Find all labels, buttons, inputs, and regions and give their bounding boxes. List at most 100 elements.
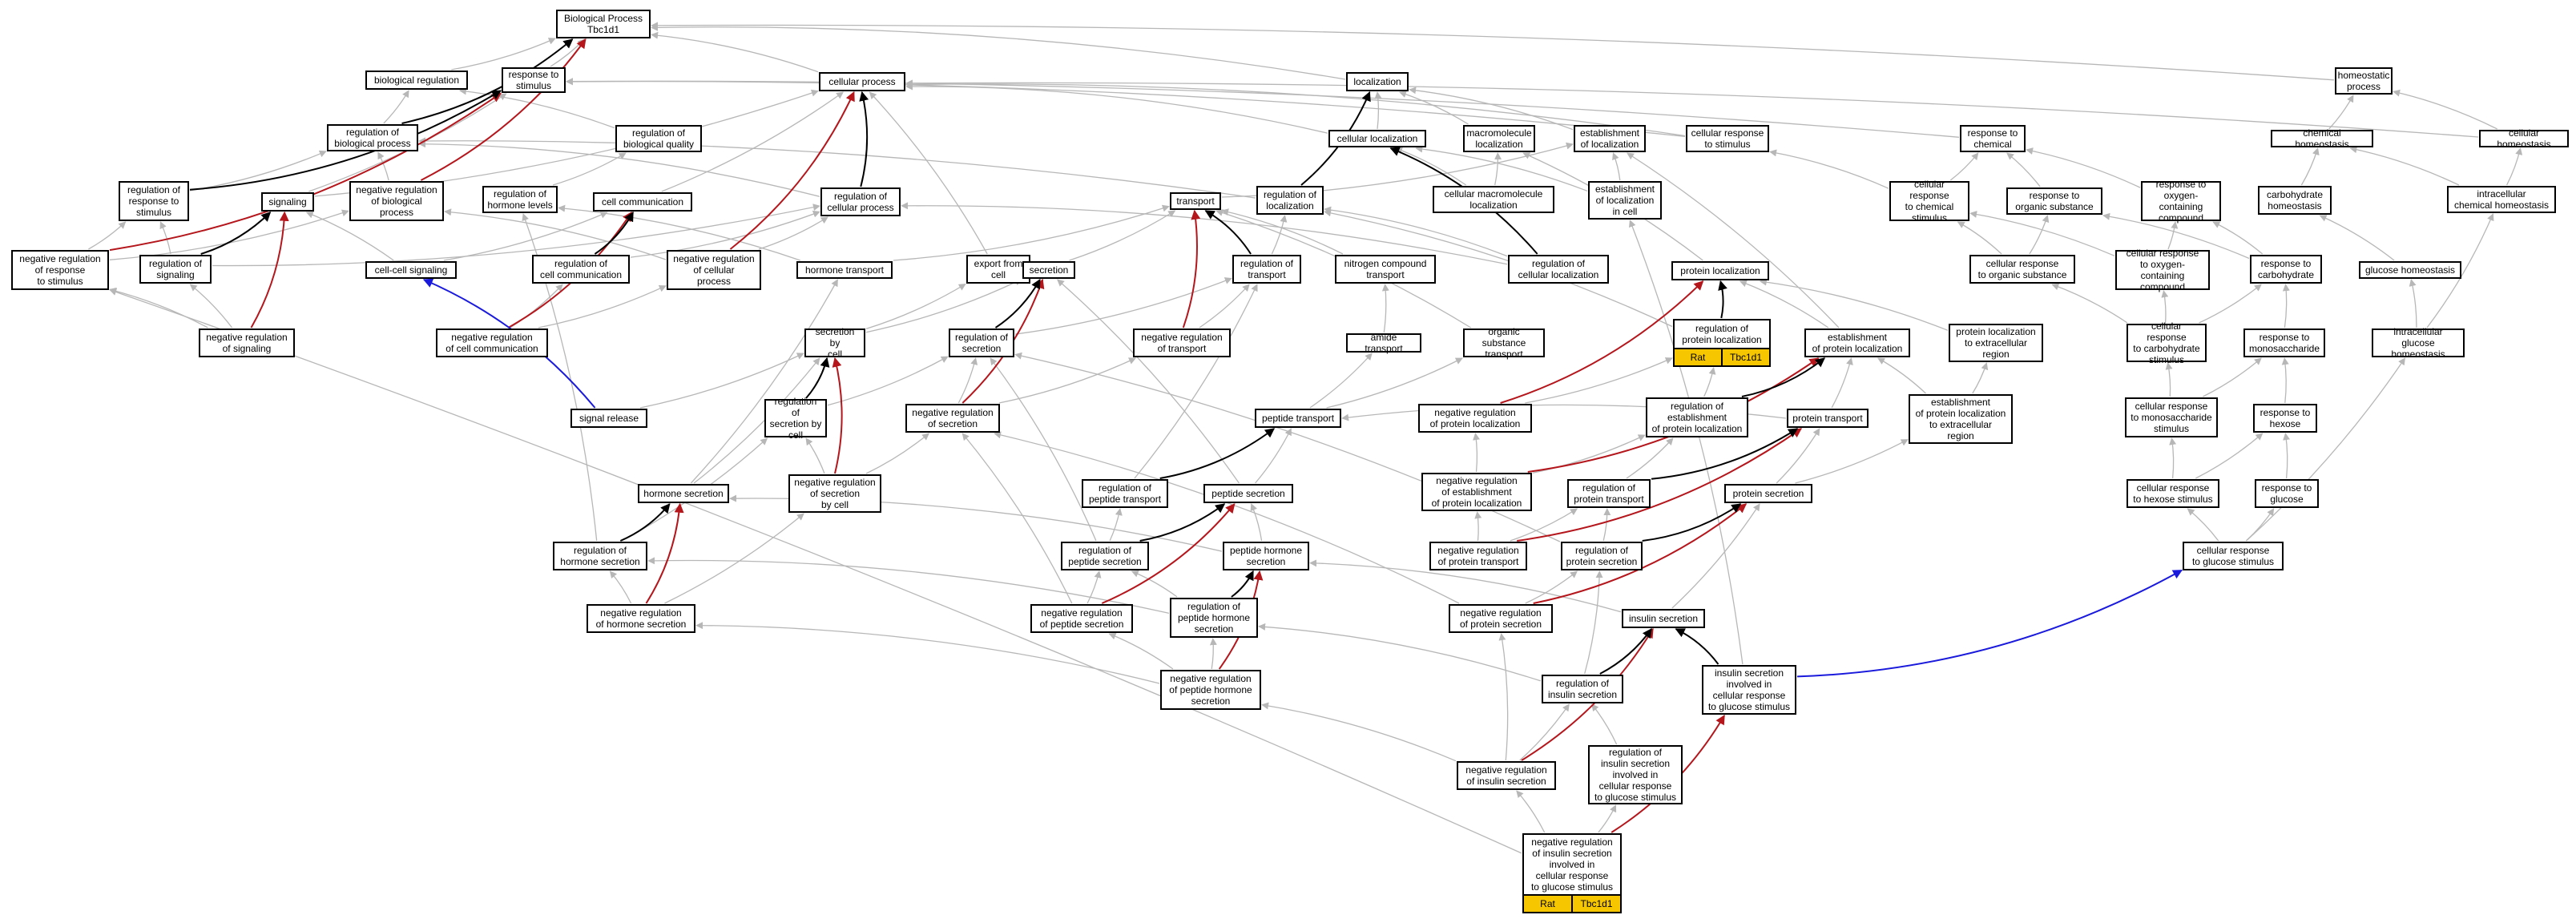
go-term-resporgsub[interactable]: response to organic substance	[2006, 187, 2102, 215]
go-term-negregprottransport[interactable]: negative regulation of protein transport	[1429, 542, 1527, 570]
go-term-respchem[interactable]: response to chemical	[1960, 125, 2026, 152]
go-term-regestprotloc[interactable]: regulation of establishment of protein l…	[1646, 397, 1748, 437]
go-term-peptransport[interactable]: peptide transport	[1255, 409, 1341, 428]
go-term-cellcellsig[interactable]: cell-cell signaling	[365, 261, 457, 279]
go-term-regpepsecretion[interactable]: regulation of peptide secretion	[1061, 542, 1149, 570]
go-term-cellrespglucose[interactable]: cellular response to glucose stimulus	[2183, 542, 2284, 570]
go-term-protloc[interactable]: protein localization	[1671, 261, 1769, 280]
go-term-regbioproc[interactable]: regulation of biological process	[327, 124, 418, 151]
go-term-respmono[interactable]: response to monosaccharide	[2243, 328, 2325, 357]
go-term-negregcellcomm[interactable]: negative regulation of cell communicatio…	[436, 328, 548, 357]
go-term-regprottransport[interactable]: regulation of protein transport	[1567, 479, 1651, 508]
go-term-bp[interactable]: Biological Process Tbc1d1	[556, 10, 651, 38]
go-term-cellresphexose[interactable]: cellular response to hexose stimulus	[2127, 479, 2219, 508]
go-term-transport[interactable]: transport	[1170, 192, 1221, 210]
go-term-regpeptransport[interactable]: regulation of peptide transport	[1082, 479, 1168, 508]
go-term-negregprotloc[interactable]: negative regulation of protein localizat…	[1418, 404, 1532, 433]
go-term-respstim[interactable]: response to stimulus	[502, 67, 566, 93]
go-term-cellrespoxy[interactable]: cellular response to oxygen-containing c…	[2115, 248, 2210, 292]
go-term-hormsecretion[interactable]: hormone secretion	[638, 484, 729, 503]
go-term-pephormsecretion[interactable]: peptide hormone secretion	[1223, 542, 1309, 570]
go-term-cellrespmono[interactable]: cellular response to monosaccharide stim…	[2125, 397, 2218, 437]
go-term-respglucose[interactable]: response to glucose	[2255, 479, 2319, 508]
edge-part-of	[994, 278, 1041, 328]
go-term-reginssecretion[interactable]: regulation of insulin secretion	[1542, 675, 1623, 703]
go-term-negreginssecglucose[interactable]: negative regulation of insulin secretion…	[1522, 833, 1622, 913]
go-term-homeoproc[interactable]: homeostatic process	[2335, 67, 2393, 95]
go-term-cellrespstim[interactable]: cellular response to stimulus	[1686, 125, 1769, 152]
go-term-reginssecglucose[interactable]: regulation of insulin secretion involved…	[1588, 745, 1683, 804]
go-term-secbycell[interactable]: secretion by cell	[804, 326, 865, 360]
go-term-hormtransport[interactable]: hormone transport	[796, 261, 893, 279]
go-term-regbioqual[interactable]: regulation of biological quality	[615, 125, 702, 152]
go-term-negregbioproc[interactable]: negative regulation of biological proces…	[349, 181, 444, 221]
go-term-negregpepsecretion[interactable]: negative regulation of peptide secretion	[1030, 604, 1133, 633]
go-term-intrachemhomeo[interactable]: intracellular chemical homeostasis	[2447, 186, 2556, 213]
go-term-reghormlev[interactable]: regulation of hormone levels	[482, 186, 558, 213]
go-term-inssecglucose[interactable]: insulin secretion involved in cellular r…	[1702, 665, 1796, 715]
go-term-negregtransport[interactable]: negative regulation of transport	[1133, 328, 1231, 357]
go-term-regcellcomm[interactable]: regulation of cell communication	[532, 255, 630, 284]
go-term-regsecretion[interactable]: regulation of secretion	[949, 328, 1014, 357]
go-term-estloc[interactable]: establishment of localization	[1574, 125, 1646, 152]
go-term-prottransport[interactable]: protein transport	[1787, 409, 1869, 428]
go-term-cellproc[interactable]: cellular process	[819, 72, 905, 91]
go-term-macroloc[interactable]: macromolecule localization	[1463, 125, 1535, 152]
go-term-negregcellproc[interactable]: negative regulation of cellular process	[667, 250, 761, 290]
go-term-estprotloc[interactable]: establishment of protein localization	[1804, 328, 1910, 357]
go-term-negregpephormsecretion[interactable]: negative regulation of peptide hormone s…	[1160, 670, 1261, 710]
go-term-negreginssecretion[interactable]: negative regulation of insulin secretion	[1457, 761, 1556, 790]
go-term-regprotsecretion[interactable]: regulation of protein secretion	[1561, 542, 1643, 570]
go-term-respoxy[interactable]: response to oxygen-containing compound	[2141, 179, 2221, 224]
go-term-regcellproc[interactable]: regulation of cellular process	[820, 187, 901, 216]
go-term-resphexose[interactable]: response to hexose	[2253, 404, 2317, 433]
go-term-exportcell[interactable]: export from cell	[966, 255, 1030, 284]
go-term-pepsecretion[interactable]: peptide secretion	[1203, 484, 1293, 503]
go-term-localization[interactable]: localization	[1346, 72, 1409, 91]
go-term-cellcomm[interactable]: cell communication	[593, 192, 692, 212]
go-term-intraglucosehomeo[interactable]: intracellular glucose homeostasis	[2372, 326, 2465, 360]
go-term-bioreg[interactable]: biological regulation	[365, 71, 468, 90]
go-term-orgsubtransport[interactable]: organic substance transport	[1463, 326, 1545, 360]
go-term-carbohomeo[interactable]: carbohydrate homeostasis	[2258, 186, 2332, 215]
go-term-negregestprotloc[interactable]: negative regulation of establishment of …	[1421, 473, 1532, 511]
go-term-protlocextra[interactable]: protein localization to extracellular re…	[1949, 324, 2043, 362]
go-term-negregrespstim[interactable]: negative regulation of response to stimu…	[11, 250, 109, 290]
edge-is-a	[1877, 357, 1926, 394]
go-term-estlocincell[interactable]: establishment of localization in cell	[1588, 181, 1662, 220]
go-term-cellrespcarb[interactable]: cellular response to carbohydrate stimul…	[2127, 320, 2207, 365]
go-term-negregprotsecretion[interactable]: negative regulation of protein secretion	[1449, 604, 1553, 633]
edge-is-a	[109, 288, 1522, 854]
go-term-secretion[interactable]: secretion	[1022, 261, 1075, 279]
go-term-reghormsecretion[interactable]: regulation of hormone secretion	[553, 542, 647, 570]
go-term-nitrotransport[interactable]: nitrogen compound transport	[1335, 255, 1436, 284]
go-term-negregsecretion[interactable]: negative regulation of secretion	[905, 404, 1000, 433]
go-term-regtransport[interactable]: regulation of transport	[1232, 255, 1301, 284]
go-term-negregsecbycell[interactable]: negative regulation of secretion by cell	[788, 474, 881, 513]
go-term-signaling[interactable]: signaling	[261, 192, 314, 212]
go-term-regloc[interactable]: regulation of localization	[1256, 186, 1324, 215]
go-term-amidetransport[interactable]: amide transport	[1346, 332, 1421, 354]
go-term-sigrelease[interactable]: signal release	[570, 409, 647, 428]
go-term-cellrespchem[interactable]: cellular response to chemical stimulus	[1889, 179, 1969, 224]
go-term-inssecretion[interactable]: insulin secretion	[1622, 609, 1705, 628]
go-term-negreghormsecretion[interactable]: negative regulation of hormone secretion	[587, 604, 695, 633]
go-term-cellloc[interactable]: cellular localization	[1328, 130, 1426, 147]
go-term-regpephormsecretion[interactable]: regulation of peptide hormone secretion	[1170, 598, 1258, 638]
go-term-cellmacroloc[interactable]: cellular macromolecule localization	[1433, 186, 1554, 213]
go-term-regcellloc[interactable]: regulation of cellular localization	[1508, 255, 1609, 284]
go-term-cellhomeo[interactable]: cellular homeostasis	[2479, 127, 2569, 150]
go-term-respcarb[interactable]: response to carbohydrate	[2250, 255, 2322, 284]
edge-is-a	[2051, 283, 2128, 324]
go-term-regsignaling[interactable]: regulation of signaling	[139, 255, 212, 284]
go-term-negregsignaling[interactable]: negative regulation of signaling	[199, 328, 295, 357]
go-term-estprotlocextra[interactable]: establishment of protein localization to…	[1909, 394, 2013, 444]
go-term-cellresporgsub[interactable]: cellular response to organic substance	[1969, 255, 2075, 284]
go-term-chemhomeo[interactable]: chemical homeostasis	[2271, 127, 2373, 150]
go-term-regsecbycell[interactable]: regulation of secretion by cell	[764, 396, 827, 441]
go-term-regrespstim[interactable]: regulation of response to stimulus	[119, 181, 189, 221]
go-term-glucosehomeo[interactable]: glucose homeostasis	[2359, 261, 2461, 279]
go-term-protsecretion[interactable]: protein secretion	[1724, 484, 1812, 503]
